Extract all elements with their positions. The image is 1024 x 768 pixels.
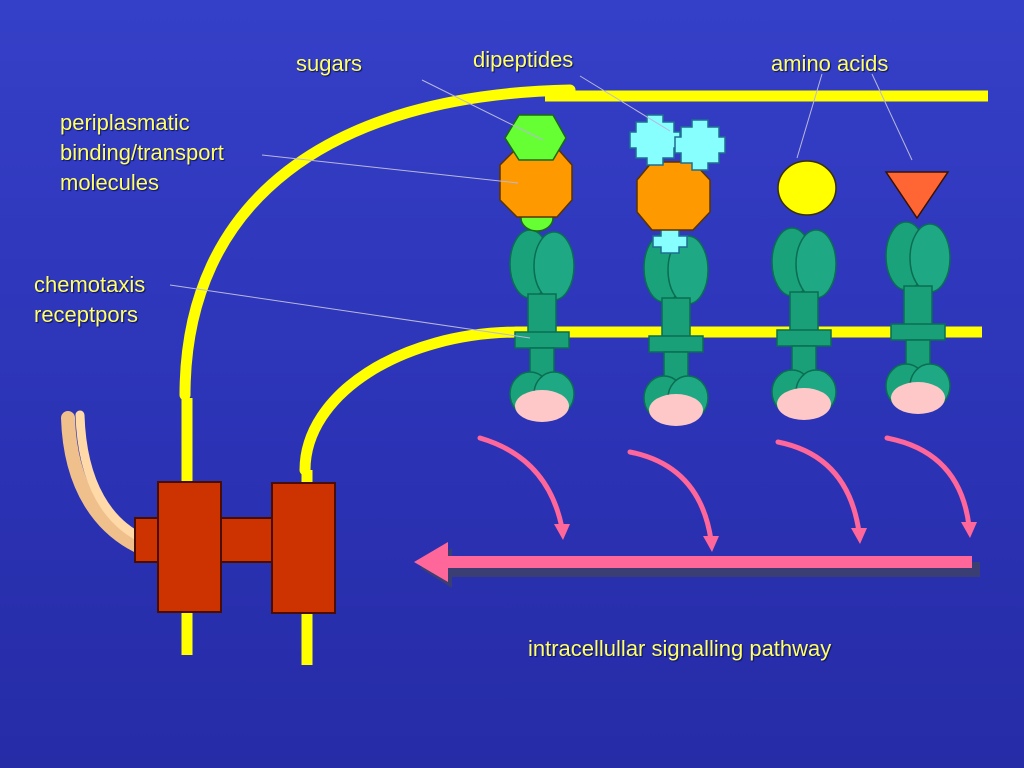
label-line: periplasmatic	[60, 110, 190, 135]
dipeptide-binding-protein	[629, 114, 726, 254]
arrowhead-icon	[851, 528, 867, 544]
sugar-hexagon-icon	[504, 114, 567, 161]
binding-protein-icon	[636, 161, 711, 231]
receptor-icon	[771, 227, 837, 421]
label-line: chemotaxis	[34, 272, 146, 297]
flagellar-motor-icon	[134, 481, 336, 614]
label-chemotaxis: chemotaxis receptpors	[34, 270, 145, 330]
arrowhead-icon	[554, 524, 570, 540]
label-line: receptpors	[34, 302, 138, 327]
label-periplasmatic: periplasmatic binding/transport molecule…	[60, 108, 224, 198]
receptor-icon	[885, 221, 951, 415]
label-line: molecules	[60, 170, 160, 195]
receptor-icon	[509, 229, 575, 423]
label-pathway: intracellullar signalling pathway	[528, 636, 832, 661]
label-sugars: sugars	[296, 51, 363, 76]
arrowhead-icon	[703, 536, 719, 552]
label-line: binding/transport	[60, 140, 224, 165]
sugar-binding-protein	[499, 114, 573, 232]
arrowhead-icon	[961, 522, 977, 538]
dipeptide-cross-icon	[629, 114, 681, 166]
inner-membrane	[299, 326, 982, 665]
label-pointer-lines	[169, 73, 913, 339]
label-dipeptides: dipeptides	[473, 47, 574, 72]
pathway-arrow	[414, 542, 980, 588]
signal-arrows	[477, 435, 972, 543]
amino-acid-triangle-icon	[884, 171, 950, 220]
dipeptide-cross-icon	[674, 119, 726, 171]
binding-protein-icon	[499, 147, 573, 218]
amino-acid-circle-icon	[777, 160, 837, 216]
label-amino-acids: amino acids	[771, 51, 889, 76]
